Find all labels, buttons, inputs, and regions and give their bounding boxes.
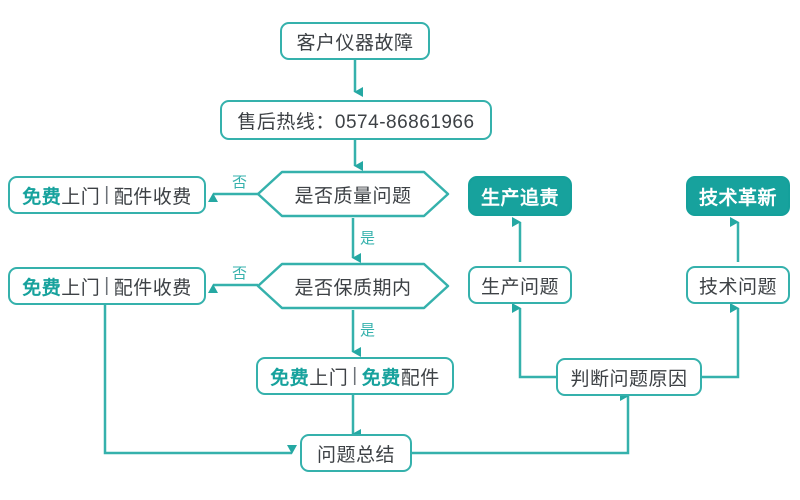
node-paid-parts-2-free: 免费 — [22, 277, 62, 299]
node-service-hotline-label: 售后热线：0574-86861966 — [237, 111, 475, 133]
node-paid-parts-1-partsfee: 配件收费 — [113, 186, 192, 208]
node-technical-issue-label: 技术问题 — [698, 276, 777, 298]
node-judge-cause[interactable]: 判断问题原因 — [556, 358, 702, 396]
node-in-warranty[interactable]: 是否保质期内 — [256, 262, 450, 310]
edge-label-warranty-yes: 是 — [360, 322, 376, 339]
node-paid-parts-1[interactable]: 免费上门|配件收费 — [8, 176, 206, 214]
node-production-issue-label: 生产问题 — [480, 276, 559, 298]
node-production-issue[interactable]: 生产问题 — [468, 266, 572, 304]
node-paid-parts-1-separator: | — [104, 184, 110, 205]
node-paid-parts-2[interactable]: 免费上门|配件收费 — [8, 267, 206, 305]
edge-judge-to-technical-issue — [701, 303, 740, 379]
node-all-free-separator: | — [352, 365, 358, 386]
node-paid-parts-2-onsite: 上门 — [61, 277, 101, 299]
edge-label-quality-yes: 是 — [360, 230, 376, 247]
node-customer-fault-label: 客户仪器故障 — [296, 32, 414, 54]
node-is-quality-issue[interactable]: 是否质量问题 — [256, 170, 450, 218]
node-summary[interactable]: 问题总结 — [300, 434, 412, 472]
edge-label-warranty-no: 否 — [232, 265, 248, 282]
node-paid-parts-1-free: 免费 — [22, 186, 62, 208]
node-technical-innovation[interactable]: 技术革新 — [686, 176, 790, 216]
node-all-free[interactable]: 免费上门|免费配件 — [256, 357, 454, 395]
node-in-warranty-label: 是否保质期内 — [294, 277, 412, 299]
node-service-hotline[interactable]: 售后热线：0574-86861966 — [220, 100, 492, 140]
node-technical-issue[interactable]: 技术问题 — [686, 266, 790, 304]
node-paid-parts-1-onsite: 上门 — [61, 186, 101, 208]
node-judge-cause-label: 判断问题原因 — [570, 368, 688, 390]
node-paid-parts-2-partsfee: 配件收费 — [113, 277, 192, 299]
hexagon-shape-warranty — [256, 262, 450, 310]
node-all-free-free2: 免费 — [361, 367, 401, 389]
node-all-free-free1: 免费 — [270, 367, 310, 389]
node-technical-innovation-label: 技术革新 — [698, 187, 777, 209]
node-paid-parts-2-separator: | — [104, 275, 110, 296]
edge-summary-to-judge — [412, 391, 630, 455]
hexagon-shape-quality — [256, 170, 450, 218]
node-production-accountability[interactable]: 生产追责 — [468, 176, 572, 216]
node-all-free-parts: 配件 — [400, 367, 440, 389]
edge-judge-to-production-issue — [512, 303, 556, 379]
node-production-accountability-label: 生产追责 — [480, 187, 559, 209]
edge-label-quality-no: 否 — [232, 174, 248, 191]
node-customer-fault[interactable]: 客户仪器故障 — [280, 22, 430, 60]
node-summary-label: 问题总结 — [316, 444, 395, 466]
node-all-free-onsite: 上门 — [309, 367, 349, 389]
node-is-quality-issue-label: 是否质量问题 — [294, 185, 412, 207]
